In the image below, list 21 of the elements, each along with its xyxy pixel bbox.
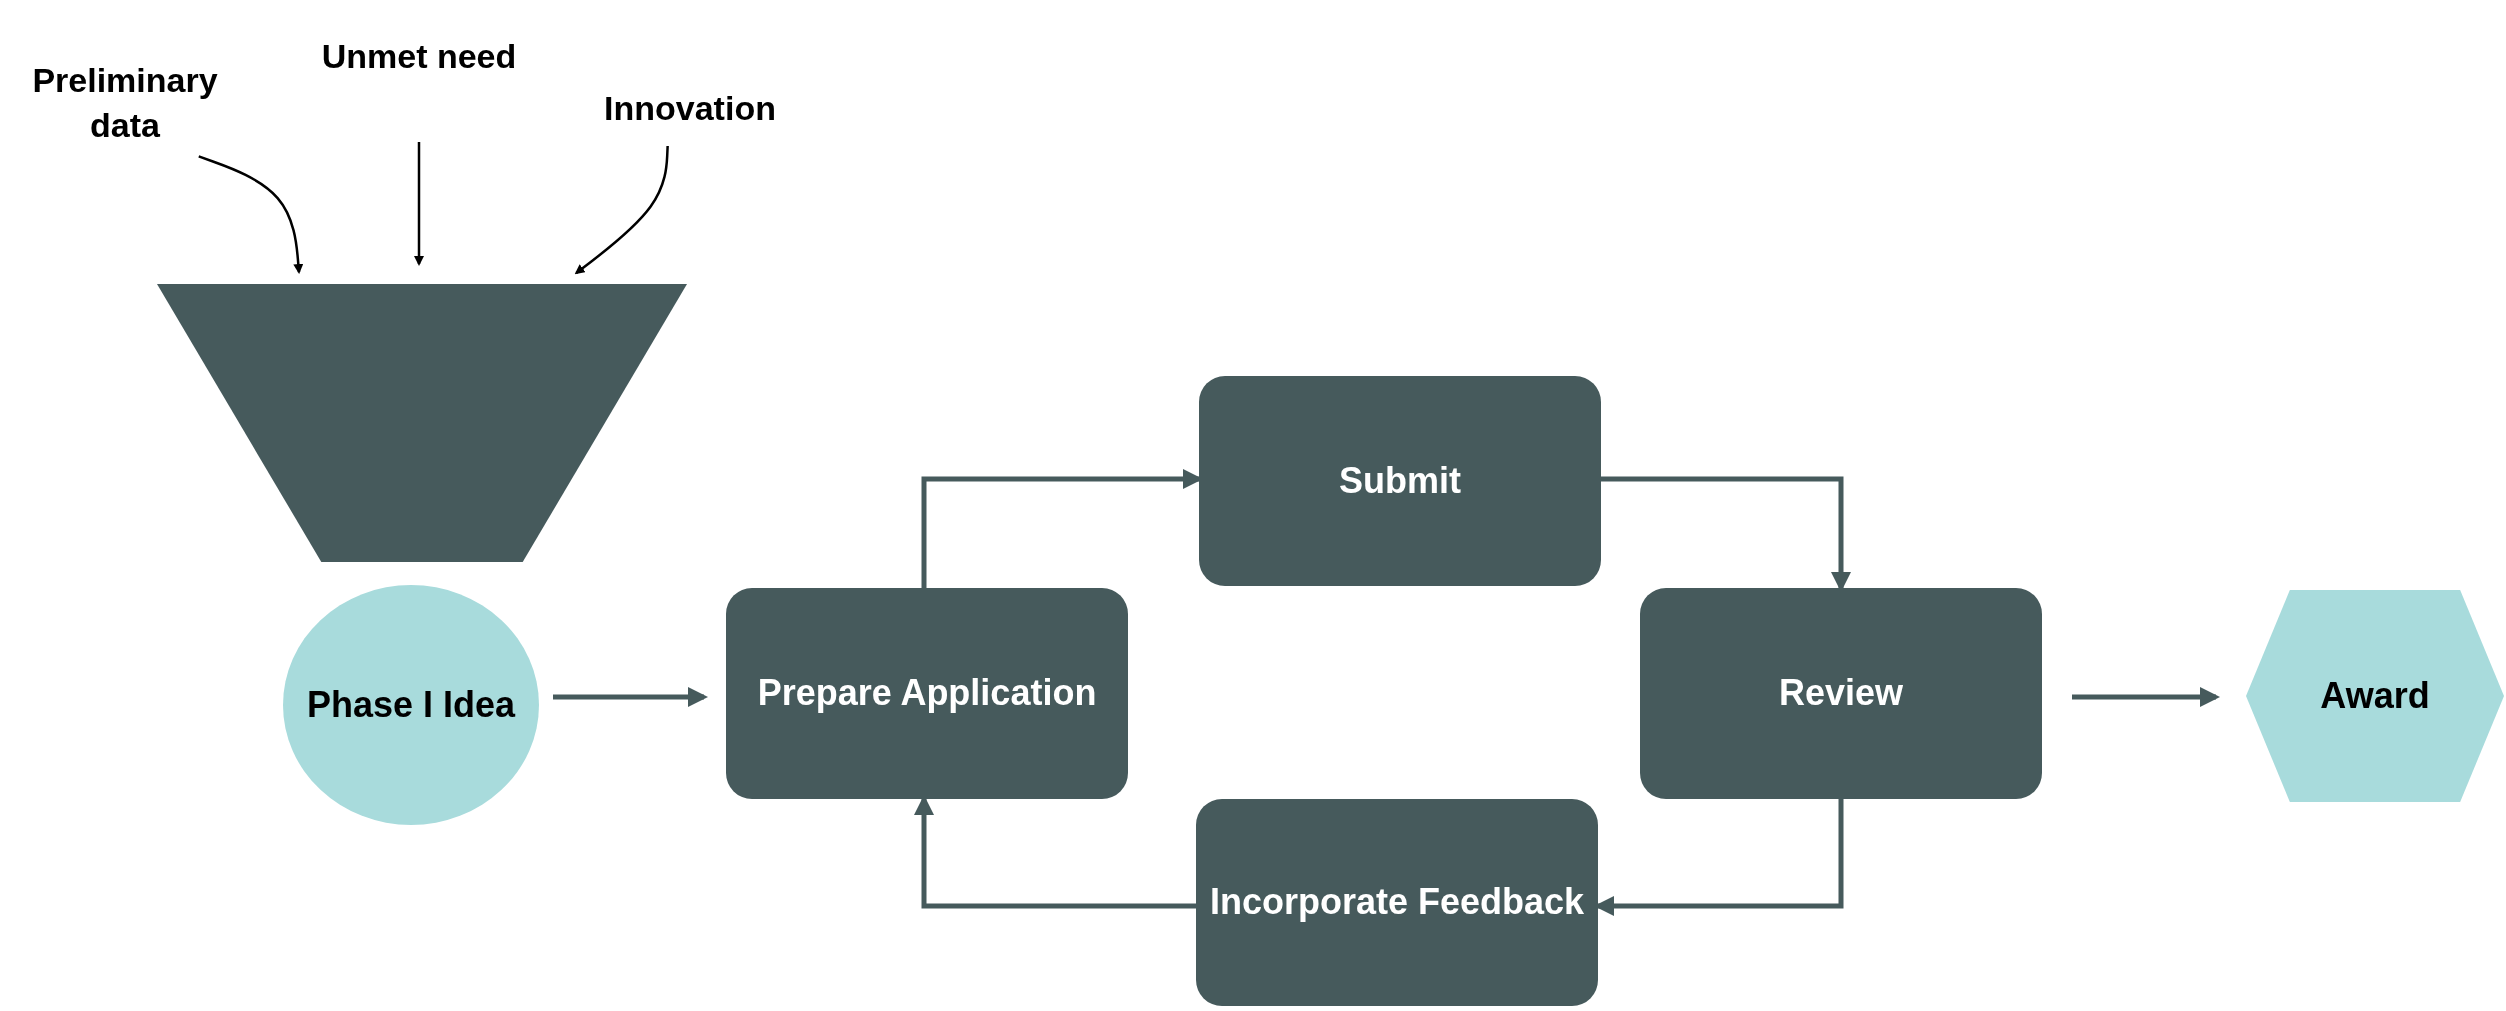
arrow	[553, 687, 708, 707]
input-label: Unmet need	[321, 35, 517, 77]
award-hexagon	[2246, 590, 2504, 802]
arrow	[198, 155, 304, 275]
arrow	[574, 145, 669, 275]
arrow	[414, 142, 424, 266]
idea-ellipse	[283, 585, 539, 825]
process-box	[726, 588, 1128, 799]
node-label: Prepare Application	[757, 671, 1097, 716]
arrow	[2072, 687, 2220, 707]
node-label: Award	[2320, 673, 2430, 718]
node-label: Review	[1778, 671, 1904, 716]
process-box	[1196, 799, 1598, 1006]
node-label: Phase I Idea	[306, 682, 516, 727]
node-label: Incorporate Feedback	[1209, 880, 1585, 925]
node-label: Submit	[1339, 458, 1461, 503]
funnel-shape	[157, 284, 687, 562]
process-box	[1199, 376, 1601, 586]
input-label: Preliminary data	[31, 60, 219, 146]
input-label: Innovation	[604, 87, 776, 129]
process-box	[1640, 588, 2042, 799]
